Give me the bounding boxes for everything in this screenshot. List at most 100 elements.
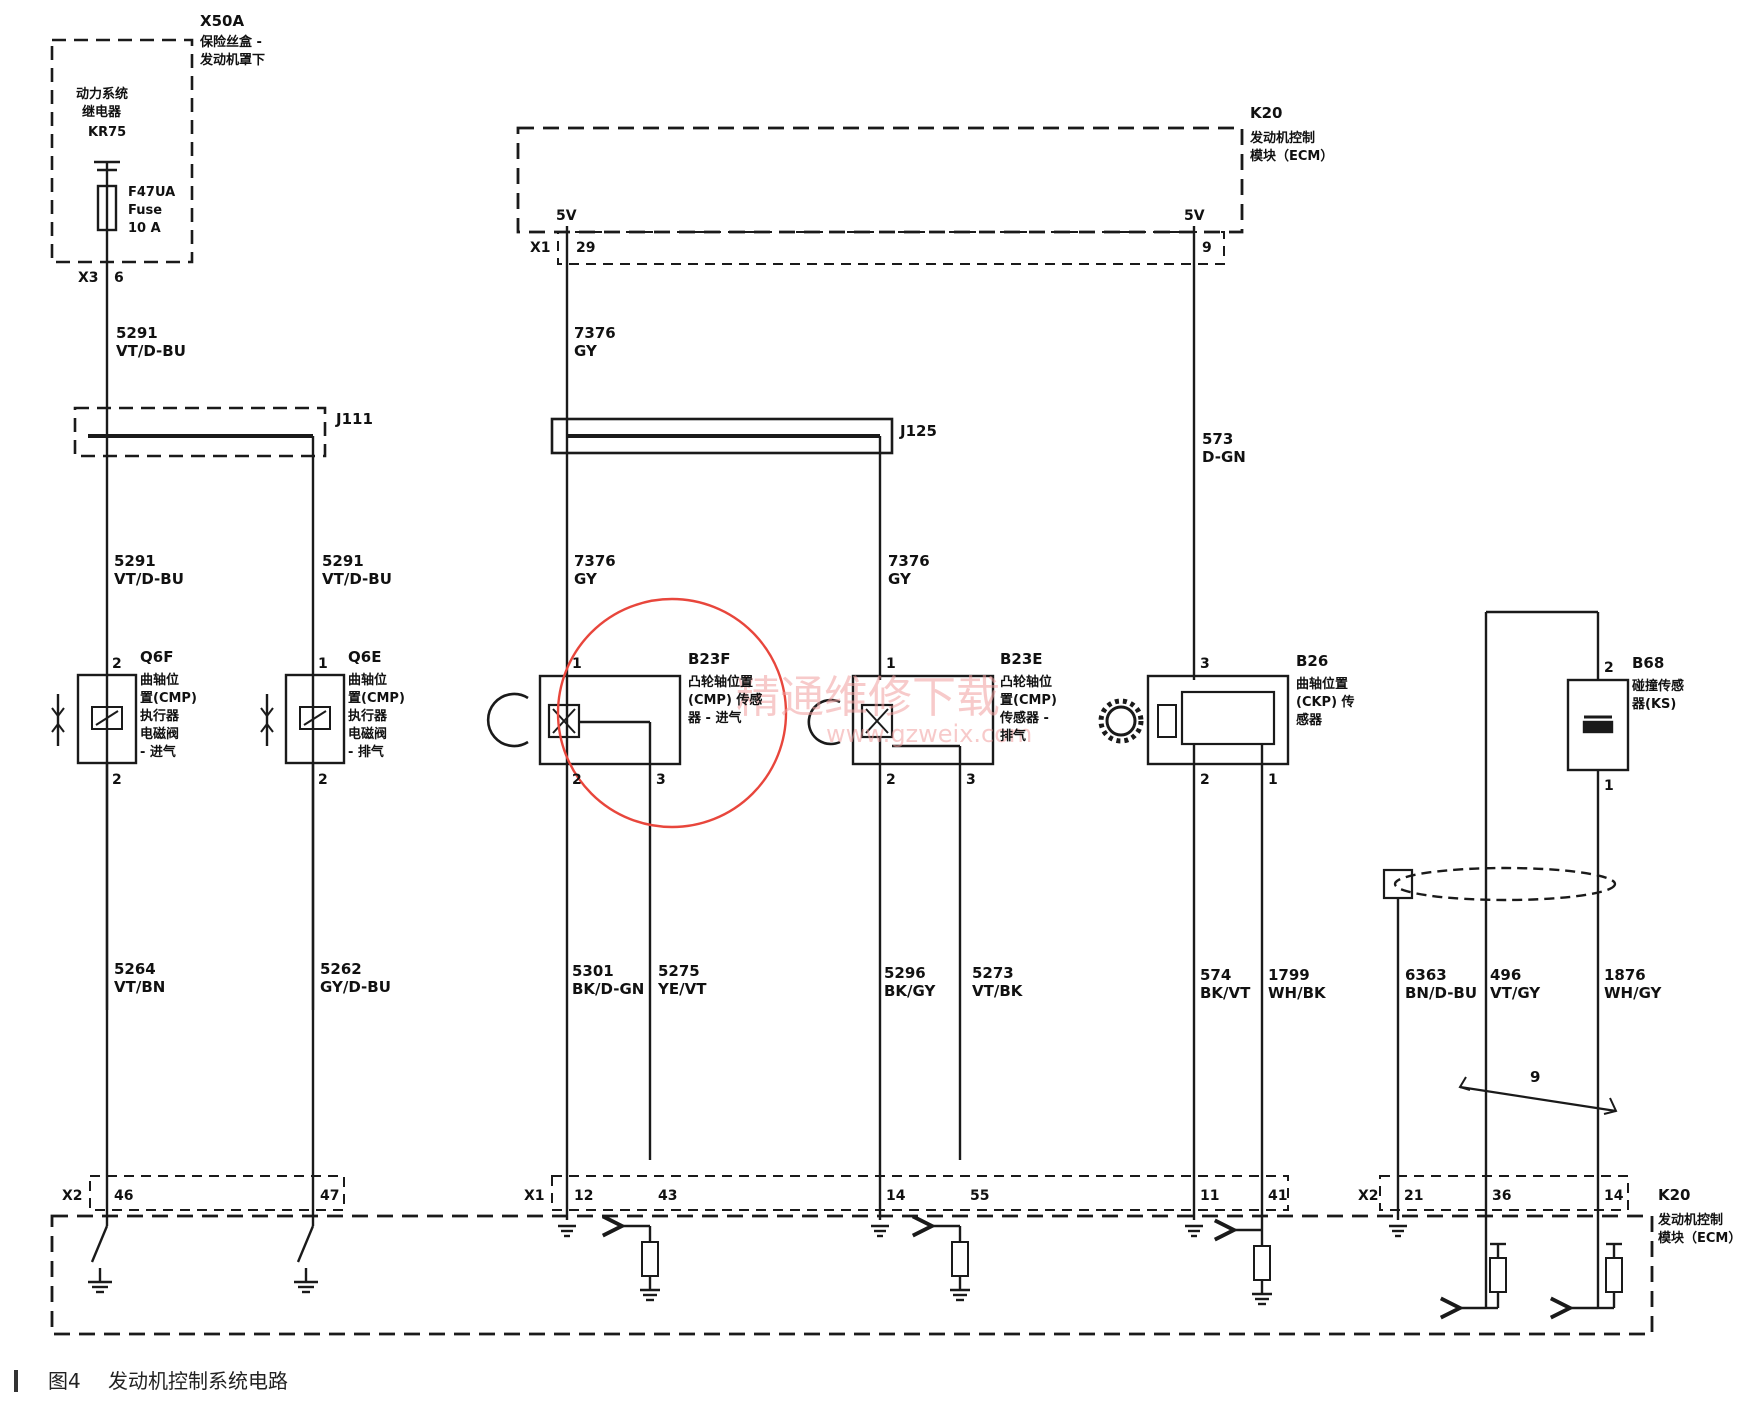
ecm-pin-12: 12 [574, 1188, 593, 1204]
wire-5275-num: 5275 [658, 962, 700, 980]
wire-5296-num: 5296 [884, 964, 926, 982]
ecm-bottom-ref: K20 [1658, 1186, 1691, 1204]
ecm-top-5v-left: 5V [556, 208, 577, 224]
highlight-circle [556, 597, 788, 829]
wire-5291-color-a: VT/D-BU [116, 342, 186, 360]
ecm-pin-41: 41 [1268, 1188, 1287, 1204]
ecm-bottom-name-2: 模块（ECM） [1658, 1230, 1741, 1246]
ecm-x1-connector: X1 [524, 1188, 545, 1204]
b23e-name-1: 凸轮轴位 [1000, 674, 1052, 690]
solenoid-q6e [260, 673, 346, 765]
wire-5291-num-b: 5291 [114, 552, 156, 570]
b26-ref: B26 [1296, 652, 1328, 670]
wire-7376-color-b: GY [574, 570, 598, 588]
relay-name-2: 继电器 [82, 104, 122, 120]
q6f-pin-top: 2 [112, 656, 122, 672]
wire-7376-color-c: GY [888, 570, 912, 588]
twisted-pair-marker [1458, 1076, 1618, 1115]
sensor-b26 [1098, 674, 1290, 1230]
ecm-pin-46: 46 [114, 1188, 133, 1204]
wire-5275-color: YE/VT [657, 980, 707, 998]
wire-574-color: BK/VT [1200, 984, 1251, 1002]
b23f-name-2: (CMP) 传感 [688, 692, 762, 708]
wire-5273-color: VT/BK [972, 982, 1024, 1000]
b26-name-1: 曲轴位置 [1296, 676, 1348, 692]
fuse-ref: F47UA [128, 185, 175, 200]
fuse-rating: 10 A [128, 221, 161, 236]
wire-5296-color: BK/GY [884, 982, 937, 1000]
watermark-url: www.gzweix.com [826, 720, 1032, 748]
q6e-pin-top: 1 [318, 656, 328, 672]
q6f-name-2: 置(CMP) [140, 691, 197, 706]
wire-496-color: VT/GY [1490, 984, 1541, 1002]
q6f-name-4: 电磁阀 [140, 726, 179, 742]
wire-6363-color: BN/D-BU [1405, 984, 1477, 1002]
ecm-pin-11: 11 [1200, 1188, 1219, 1204]
fuse-block-ref: X50A [200, 12, 244, 30]
ecm-top-connector: X1 [530, 240, 551, 256]
b23f-ref: B23F [688, 650, 731, 668]
wire-5273-num: 5273 [972, 964, 1014, 982]
b26-name-3: 感器 [1296, 712, 1323, 728]
b68-pin-top: 2 [1604, 660, 1614, 676]
wire-5291-num-a: 5291 [116, 324, 158, 342]
ecm-pin-14-x1: 14 [886, 1188, 906, 1204]
relay-name-1: 动力系统 [76, 86, 128, 102]
caption-title: 发动机控制系统电路 [108, 1369, 288, 1393]
b26-pin-top: 3 [1200, 656, 1210, 672]
q6e-name-3: 执行器 [348, 708, 388, 724]
ecm-bottom-box [50, 1175, 1654, 1336]
ecm-grounds [558, 1224, 1407, 1238]
b23e-ref: B23E [1000, 650, 1043, 668]
ecm-pin-21: 21 [1404, 1188, 1423, 1204]
wire-5264-num: 5264 [114, 960, 156, 978]
b26-pin-bot-l: 2 [1200, 772, 1210, 788]
wire-7376-num-c: 7376 [888, 552, 930, 570]
b23f-name-1: 凸轮轴位置 [688, 674, 753, 690]
ecm-pin-43: 43 [658, 1188, 677, 1204]
wire-5291-color-c: VT/D-BU [322, 570, 392, 588]
ecm-signal-input-43 [622, 1226, 660, 1302]
b68-pin-bot: 1 [1604, 778, 1614, 794]
wire-5291-num-c: 5291 [322, 552, 364, 570]
wire-7376-color-a: GY [574, 342, 598, 360]
b23e-pin-top: 1 [886, 656, 896, 672]
ecm-pin-47: 47 [320, 1188, 339, 1204]
wire-5262-num: 5262 [320, 960, 362, 978]
wire-574-num: 574 [1200, 966, 1231, 984]
q6e-name-2: 置(CMP) [348, 691, 405, 706]
ecm-signal-input-41 [1234, 1230, 1272, 1306]
q6f-name-1: 曲轴位 [140, 672, 179, 688]
b68-name-1: 碰撞传感 [1632, 678, 1684, 694]
b26-pin-bot-r: 1 [1268, 772, 1278, 788]
b23f-pin-bot-l: 2 [572, 772, 582, 788]
shield-ground [1382, 866, 1617, 1220]
b23e-name-3: 传感器 - [999, 710, 1049, 726]
q6e-pin-bot: 2 [318, 772, 328, 788]
ecm-pin-14-x2: 14 [1604, 1188, 1624, 1204]
ecm-x2-left-connector: X2 [62, 1188, 83, 1204]
relay-ref: KR75 [88, 125, 126, 140]
wire-573-num: 573 [1202, 430, 1233, 448]
splice-j111-label: J111 [335, 410, 373, 428]
ecm-signal-input-55 [932, 1226, 970, 1302]
ecm-ks-input-36 [1460, 1242, 1507, 1308]
splice-j111 [73, 406, 327, 1010]
wire-1876-num: 1876 [1604, 966, 1646, 984]
ecm-top-box [516, 126, 1244, 265]
q6f-ref: Q6F [140, 648, 173, 666]
q6e-name-1: 曲轴位 [348, 672, 387, 688]
fuse-pin: 6 [114, 270, 124, 286]
b23e-name-2: 置(CMP) [1000, 693, 1057, 708]
ecm-top-5v-right: 5V [1184, 208, 1205, 224]
fuse-block-name-1: 保险丝盒 - [199, 34, 262, 50]
q6f-driver [88, 763, 112, 1294]
splice-j125 [550, 417, 894, 680]
ecm-x2-right-connector: X2 [1358, 1188, 1379, 1204]
wire-7376-num-b: 7376 [574, 552, 616, 570]
b23e-pin-bot-l: 2 [886, 772, 896, 788]
fuse-block-name-2: 发动机罩下 [199, 52, 265, 68]
fuse-block-x50a [50, 38, 194, 264]
sensor-b23f [486, 674, 682, 1160]
